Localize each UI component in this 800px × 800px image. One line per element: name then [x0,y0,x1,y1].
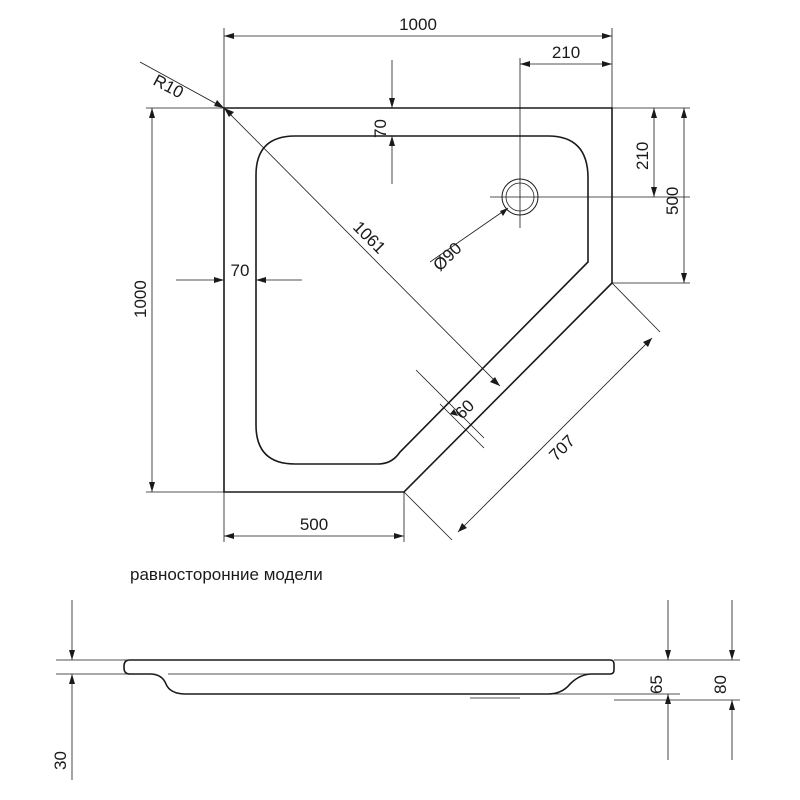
dim-diagonal: 1061 [349,217,389,257]
dim-bottom-width: 500 [300,515,328,534]
dim-rim-thickness: 30 [51,751,70,770]
dim-profile-height: 80 [711,675,730,694]
dim-drain-offset-x: 210 [552,43,580,62]
caption: равносторонние модели [130,565,323,584]
dim-top-width: 1000 [399,15,437,34]
dim-radius: R10 [150,71,186,102]
tray-inner-bowl [255,135,589,465]
dim-total-height: 1000 [131,280,150,318]
dim-side-height: 500 [663,187,682,215]
dim-bevel-length: 707 [545,431,578,464]
dim-drain-offset-y: 210 [633,142,652,170]
dim-drain-diameter: Ø90 [429,239,465,275]
dim-profile-depth: 65 [647,675,666,694]
tray-outline [223,107,613,493]
dim-rim-diagonal: 60 [451,396,478,423]
dim-rim-left: 70 [231,261,250,280]
dim-rim-top: 70 [371,119,390,138]
tray-profile [123,659,615,695]
